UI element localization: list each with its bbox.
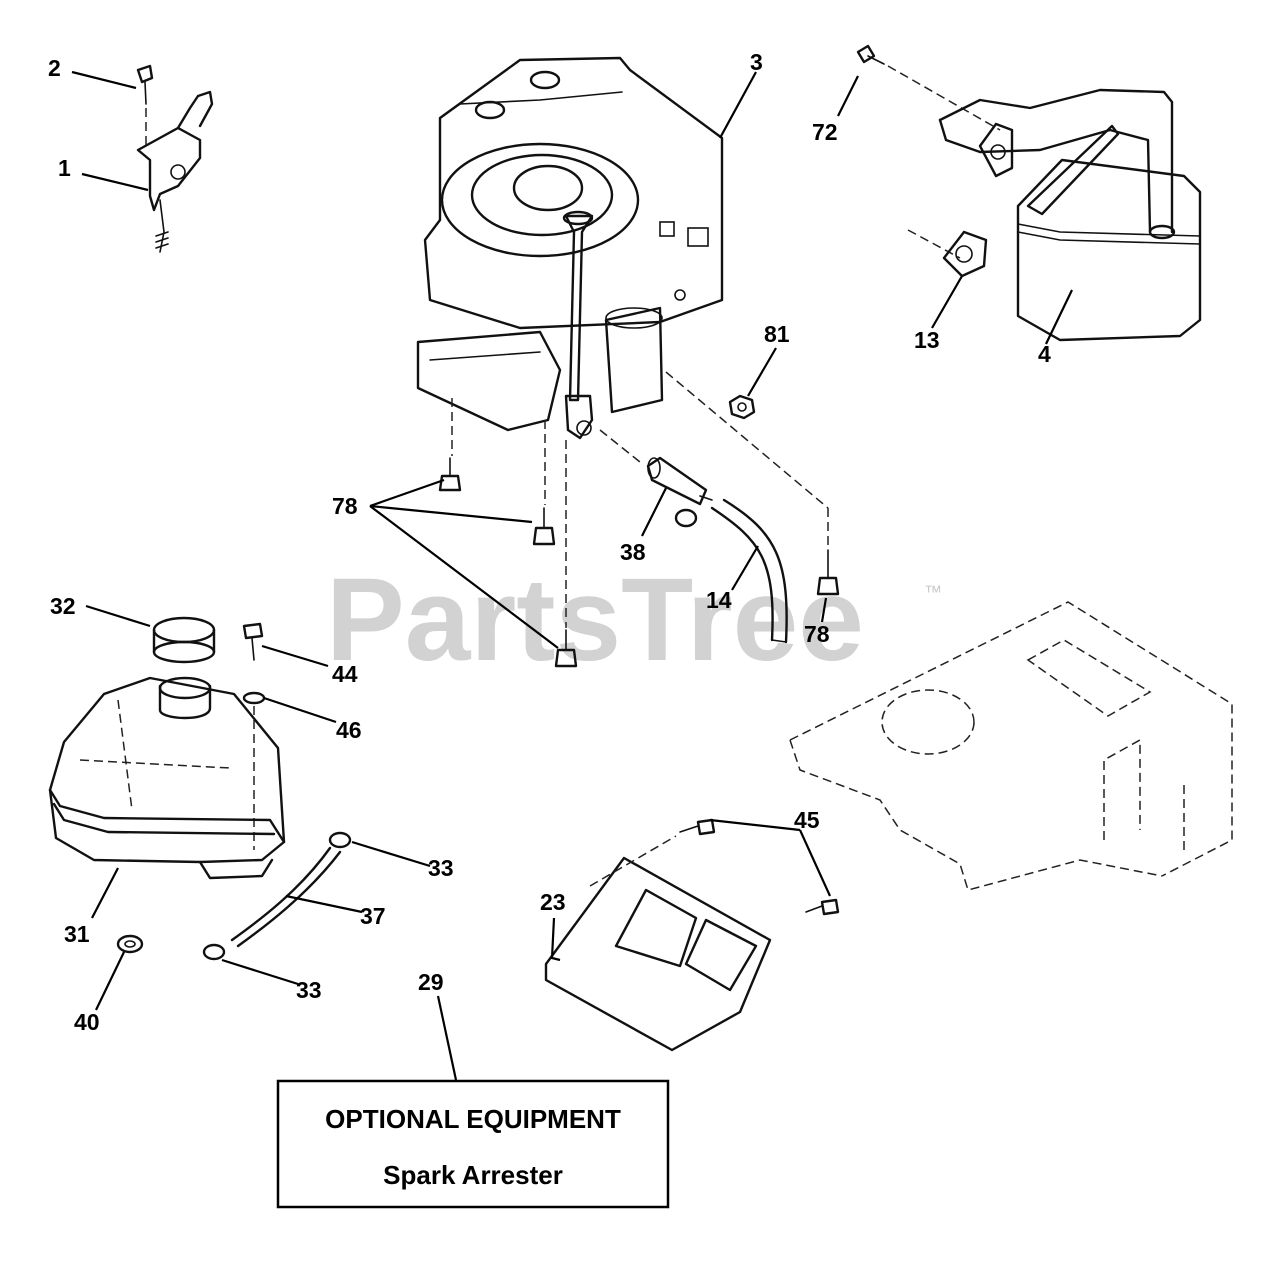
callout-45: 45 xyxy=(794,807,820,833)
callout-78-left: 78 xyxy=(332,493,358,519)
callout-13: 13 xyxy=(914,327,940,353)
muffler xyxy=(938,88,1202,342)
callout-33-lower: 33 xyxy=(296,977,322,1003)
callout-3: 3 xyxy=(750,49,763,75)
callout-38: 38 xyxy=(620,539,646,565)
nut xyxy=(728,394,756,420)
fuel-tank xyxy=(48,676,286,880)
engine xyxy=(416,56,829,628)
callout-78-right: 78 xyxy=(804,621,830,647)
throttle-control xyxy=(136,64,214,253)
callout-40: 40 xyxy=(74,1009,100,1035)
frame-plate xyxy=(789,601,1233,891)
callout-72: 72 xyxy=(812,119,838,145)
screw-44 xyxy=(242,622,266,850)
watermark-trademark: ™ xyxy=(924,582,942,602)
optional-equipment-title: OPTIONAL EQUIPMENT xyxy=(325,1104,621,1134)
fuel-line-37 xyxy=(202,831,352,961)
optional-equipment-box: OPTIONAL EQUIPMENT Spark Arrester xyxy=(276,1079,670,1209)
callout-32: 32 xyxy=(50,593,76,619)
callout-44: 44 xyxy=(332,661,358,687)
callout-37: 37 xyxy=(360,903,386,929)
callout-1: 1 xyxy=(58,155,71,181)
callout-4: 4 xyxy=(1038,341,1051,367)
screws-45 xyxy=(589,818,840,916)
gasket xyxy=(942,230,988,278)
fuel-filter xyxy=(646,456,713,528)
callouts: 1 2 3 72 13 4 81 78 38 14 78 32 44 46 33… xyxy=(48,49,1051,1035)
callout-31: 31 xyxy=(64,921,90,947)
callout-33-upper: 33 xyxy=(428,855,454,881)
spark-arrester-label: Spark Arrester xyxy=(383,1160,563,1190)
bolt-72 xyxy=(856,44,1001,259)
fuel-line xyxy=(710,498,788,644)
grommet xyxy=(116,934,144,954)
watermark: PartsTree xyxy=(326,554,864,686)
leader-lines xyxy=(71,70,1073,1081)
fuel-cap xyxy=(152,616,216,664)
callout-23: 23 xyxy=(540,889,566,915)
callout-46: 46 xyxy=(336,717,362,743)
callout-2: 2 xyxy=(48,55,61,81)
heat-shield xyxy=(544,856,772,1052)
callout-29: 29 xyxy=(418,969,444,995)
bolts-78 xyxy=(438,457,840,668)
callout-14: 14 xyxy=(706,587,732,613)
callout-81: 81 xyxy=(764,321,790,347)
